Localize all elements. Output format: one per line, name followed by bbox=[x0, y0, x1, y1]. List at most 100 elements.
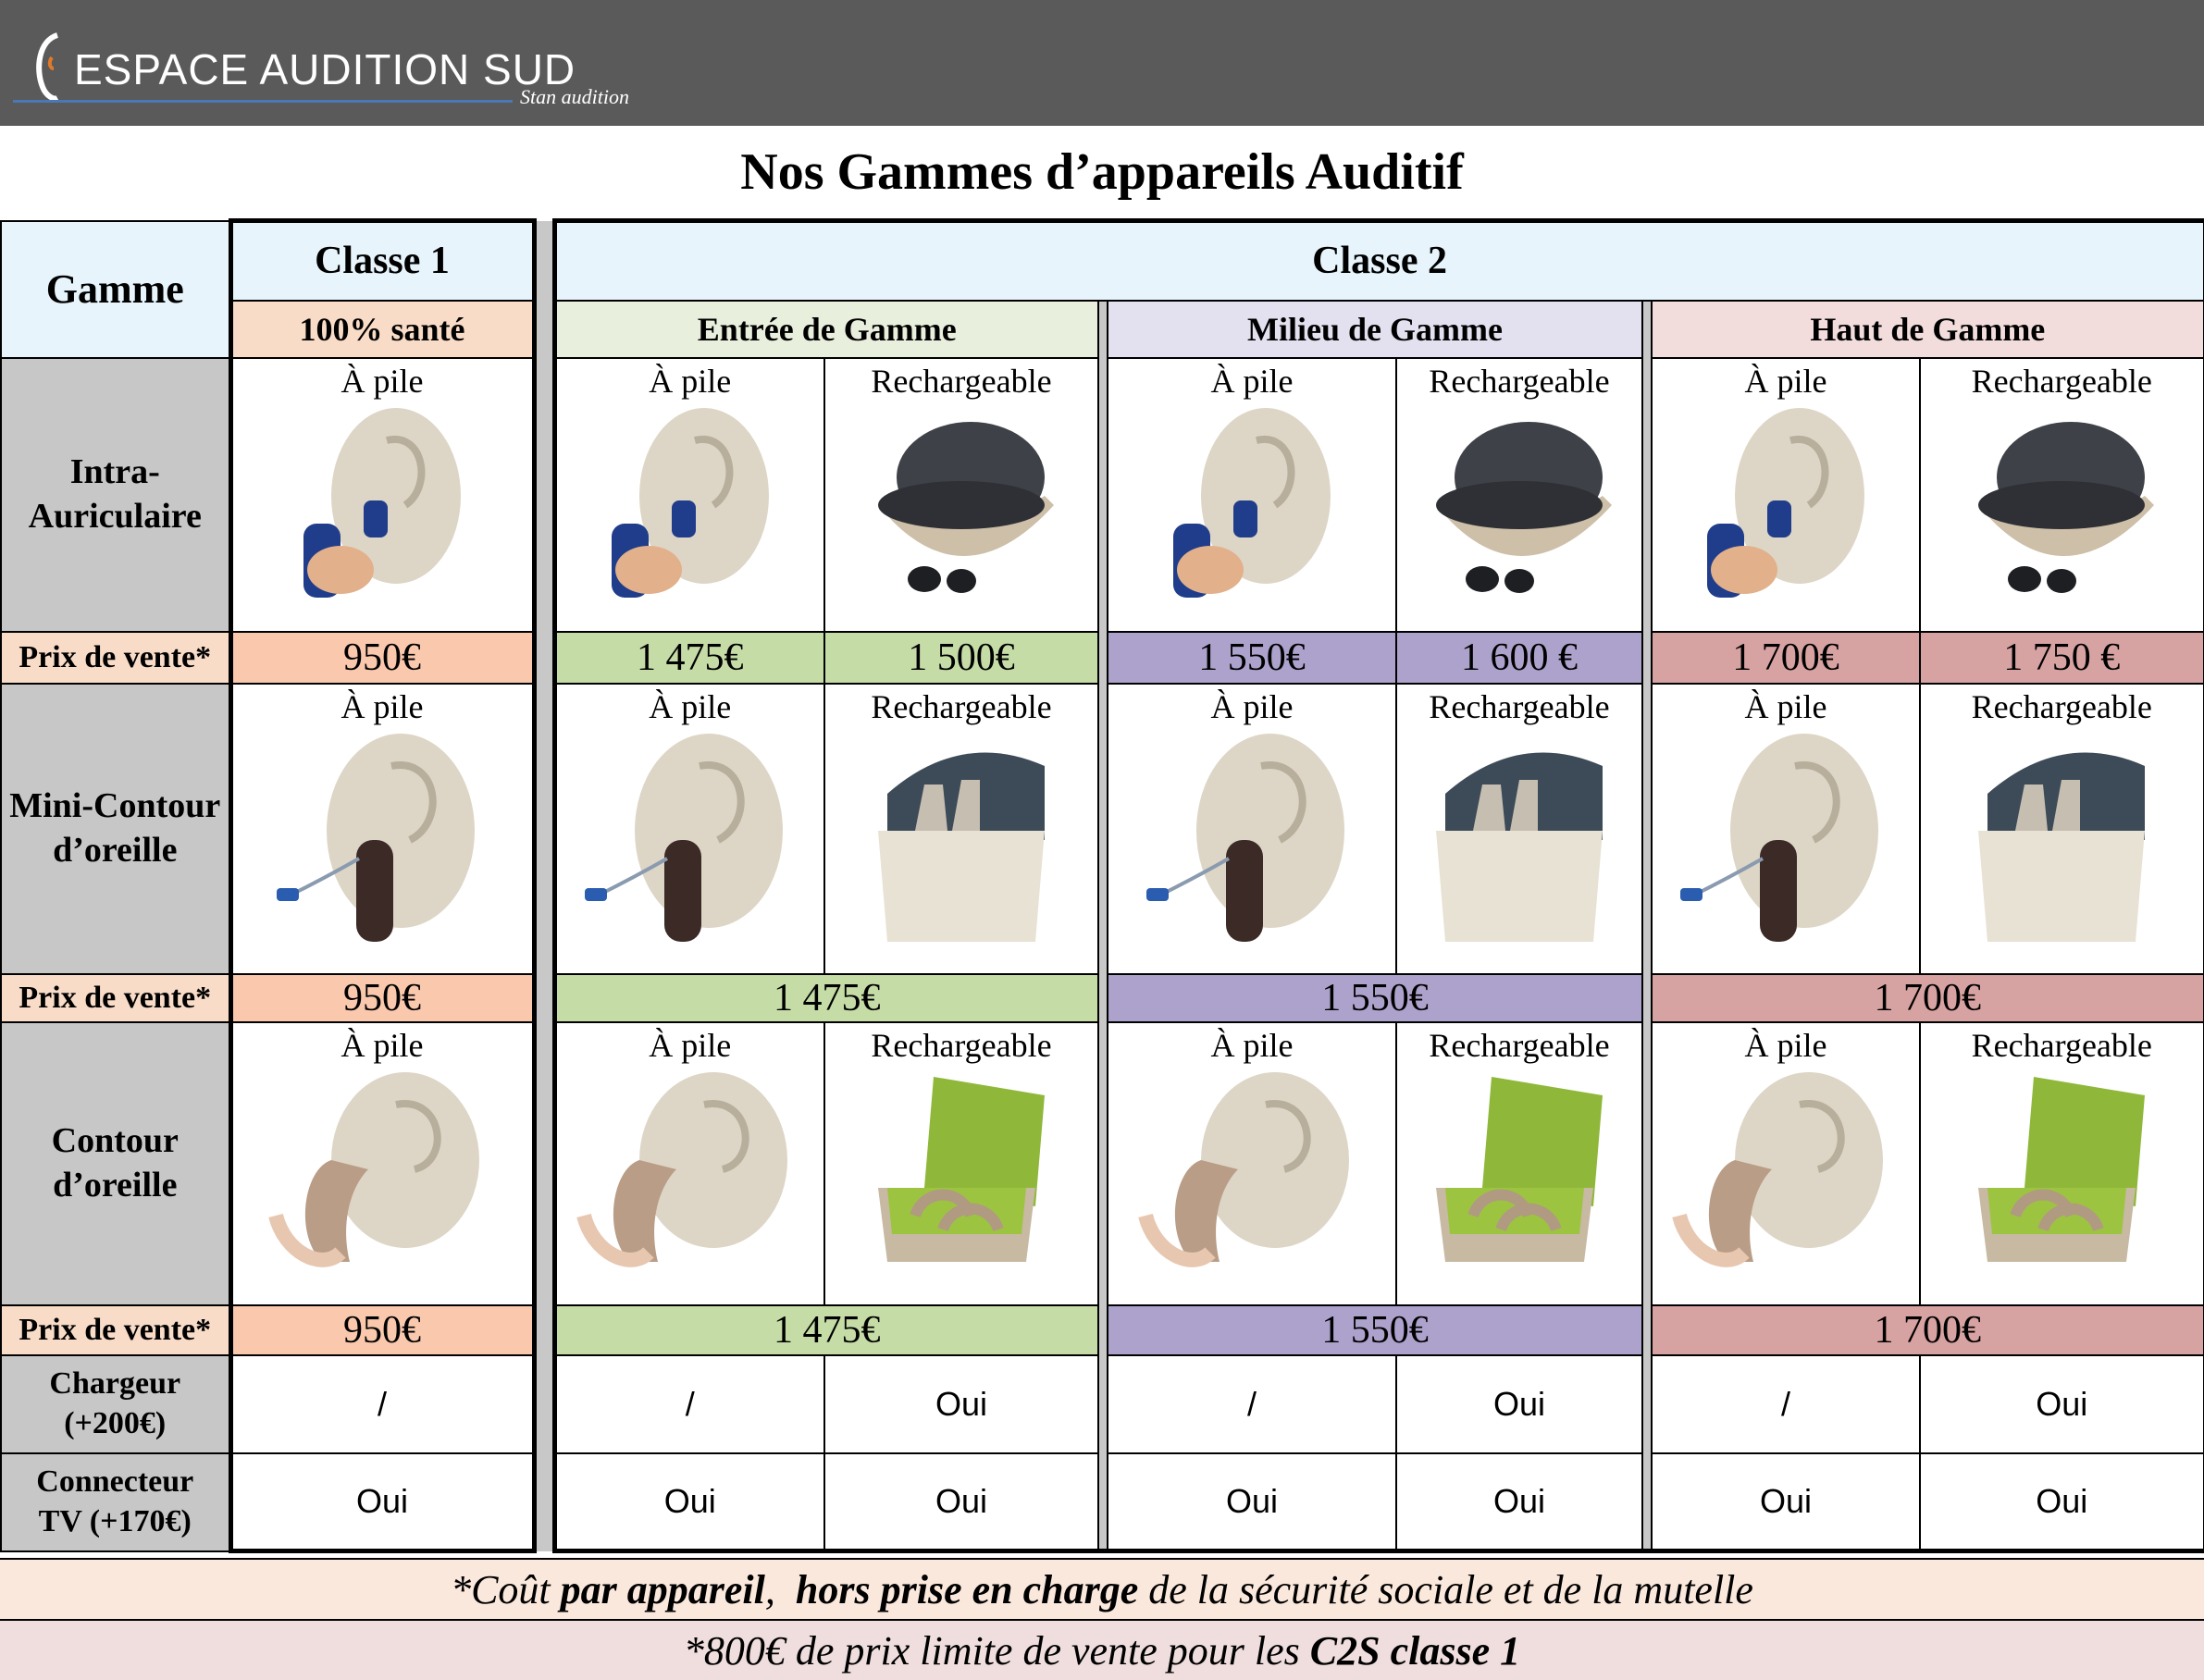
chargeur-milieu-recharge: Oui bbox=[1395, 1353, 1643, 1454]
mini-milieu-pile: À pile bbox=[1107, 682, 1397, 975]
price-intra-milieu-recharge: 1 600 € bbox=[1395, 630, 1643, 685]
divider bbox=[1641, 1021, 1653, 1305]
divider bbox=[1641, 631, 1653, 684]
divider bbox=[1641, 1304, 1653, 1355]
footnote-cost: *Coût par appareil, hors prise en charge… bbox=[0, 1558, 2204, 1619]
price-mini-haut: 1 700€ bbox=[1650, 972, 2204, 1023]
tv-milieu-pile: Oui bbox=[1107, 1451, 1397, 1553]
divider bbox=[1097, 1304, 1108, 1355]
ear-contour-icon bbox=[1138, 1071, 1349, 1267]
brand-logo[interactable]: ESPACE AUDITION SUD Stan audition bbox=[13, 26, 661, 118]
mini-classe1-pile: À pile bbox=[228, 682, 537, 975]
divider bbox=[1097, 1021, 1108, 1305]
mini-milieu-recharge: Rechargeable bbox=[1395, 682, 1643, 975]
divider bbox=[1097, 973, 1108, 1022]
price-intra-entree-pile: 1 475€ bbox=[551, 630, 825, 685]
footnote-c2s: *800€ de prix limite de vente pour les C… bbox=[0, 1619, 2204, 1680]
prix-label: Prix de vente* bbox=[0, 1303, 231, 1356]
ear-mini-contour-icon bbox=[277, 733, 475, 942]
charger-case-light-icon bbox=[878, 751, 1045, 942]
divider bbox=[1097, 357, 1108, 632]
contour-entree-pile: À pile bbox=[551, 1020, 825, 1306]
intra-entree-recharge: Rechargeable bbox=[823, 356, 1099, 633]
intra-classe1-pile: À pile bbox=[228, 356, 537, 633]
price-contour-classe1: 950€ bbox=[228, 1303, 537, 1356]
ear-contour-icon bbox=[268, 1071, 479, 1267]
price-mini-classe1: 950€ bbox=[228, 972, 537, 1023]
divider bbox=[1097, 631, 1108, 684]
tv-haut-pile: Oui bbox=[1651, 1451, 1921, 1553]
column-divider bbox=[533, 220, 555, 1551]
page-title: Nos Gammes d’appareils Auditif bbox=[740, 143, 1464, 201]
divider bbox=[1641, 300, 1653, 358]
price-contour-entree: 1 475€ bbox=[551, 1303, 1099, 1356]
chargeur-milieu-pile: / bbox=[1107, 1353, 1397, 1454]
chargeur-classe1: / bbox=[228, 1353, 537, 1454]
logo-underline bbox=[13, 100, 513, 103]
ear-contour-icon bbox=[576, 1071, 787, 1267]
contour-haut-recharge: Rechargeable bbox=[1918, 1020, 2204, 1306]
price-intra-milieu-pile: 1 550€ bbox=[1107, 630, 1397, 685]
ear-intra-icon bbox=[1707, 407, 1864, 598]
divider bbox=[1641, 683, 1653, 974]
contour-haut-pile: À pile bbox=[1651, 1020, 1921, 1306]
price-mini-milieu: 1 550€ bbox=[1107, 972, 1643, 1023]
charger-case-light-icon bbox=[1436, 751, 1603, 942]
mini-haut-recharge: Rechargeable bbox=[1918, 682, 2204, 975]
tv-haut-recharge: Oui bbox=[1918, 1451, 2204, 1553]
haut-subheader: Haut de Gamme bbox=[1650, 299, 2204, 359]
ear-intra-icon bbox=[1173, 407, 1331, 598]
divider bbox=[1097, 300, 1108, 358]
tv-entree-pile: Oui bbox=[551, 1451, 825, 1553]
divider bbox=[1641, 357, 1653, 632]
chargeur-haut-recharge: Oui bbox=[1918, 1353, 2204, 1454]
charger-case-dark-icon bbox=[1978, 421, 2155, 593]
divider bbox=[1641, 973, 1653, 1022]
price-intra-classe1: 950€ bbox=[228, 630, 537, 685]
contour-milieu-pile: À pile bbox=[1107, 1020, 1397, 1306]
milieu-subheader: Milieu de Gamme bbox=[1107, 299, 1643, 359]
contour-milieu-recharge: Rechargeable bbox=[1395, 1020, 1643, 1306]
sante-subheader: 100% santé bbox=[228, 299, 537, 359]
price-contour-milieu: 1 550€ bbox=[1107, 1303, 1643, 1356]
divider bbox=[1097, 1354, 1108, 1453]
ear-contour-icon bbox=[1672, 1071, 1883, 1267]
charger-case-light-icon bbox=[1978, 751, 2146, 942]
intra-milieu-recharge: Rechargeable bbox=[1395, 356, 1643, 633]
charger-case-green-icon bbox=[1436, 1076, 1603, 1262]
price-intra-haut-pile: 1 700€ bbox=[1651, 630, 1921, 685]
price-intra-haut-recharge: 1 750 € bbox=[1918, 630, 2204, 685]
contour-entree-recharge: Rechargeable bbox=[823, 1020, 1099, 1306]
classe1-header: Classe 1 bbox=[228, 218, 537, 302]
tv-classe1: Oui bbox=[228, 1451, 537, 1553]
intra-milieu-pile: À pile bbox=[1107, 356, 1397, 633]
intra-haut-pile: À pile bbox=[1651, 356, 1921, 633]
divider bbox=[1641, 1354, 1653, 1453]
brand-name: ESPACE AUDITION SUD bbox=[74, 45, 576, 93]
chargeur-entree-recharge: Oui bbox=[823, 1353, 1099, 1454]
ear-mini-contour-icon bbox=[584, 733, 783, 942]
price-intra-entree-recharge: 1 500€ bbox=[823, 630, 1099, 685]
divider bbox=[1097, 683, 1108, 974]
mini-entree-recharge: Rechargeable bbox=[823, 682, 1099, 975]
charger-case-green-icon bbox=[1978, 1076, 2146, 1262]
row-chargeur-label: Chargeur(+200€) bbox=[0, 1353, 231, 1454]
brand-subtitle: Stan audition bbox=[520, 85, 629, 108]
logo-ear-icon bbox=[36, 32, 59, 102]
charger-case-green-icon bbox=[878, 1076, 1045, 1262]
charger-case-dark-icon bbox=[878, 421, 1054, 593]
mini-entree-pile: À pile bbox=[551, 682, 825, 975]
charger-case-dark-icon bbox=[1436, 421, 1612, 593]
ear-mini-contour-icon bbox=[1680, 733, 1878, 942]
divider bbox=[1641, 1452, 1653, 1553]
ear-intra-icon bbox=[611, 407, 769, 598]
header-bar: ESPACE AUDITION SUD Stan audition bbox=[0, 0, 2204, 126]
divider bbox=[1097, 1452, 1108, 1553]
ear-intra-icon bbox=[303, 407, 461, 598]
chargeur-entree-pile: / bbox=[551, 1353, 825, 1454]
pricing-table: Gamme Classe 1 Classe 2 100% santé Entré… bbox=[0, 218, 2204, 1553]
price-mini-entree: 1 475€ bbox=[551, 972, 1099, 1023]
prix-label: Prix de vente* bbox=[0, 630, 231, 685]
